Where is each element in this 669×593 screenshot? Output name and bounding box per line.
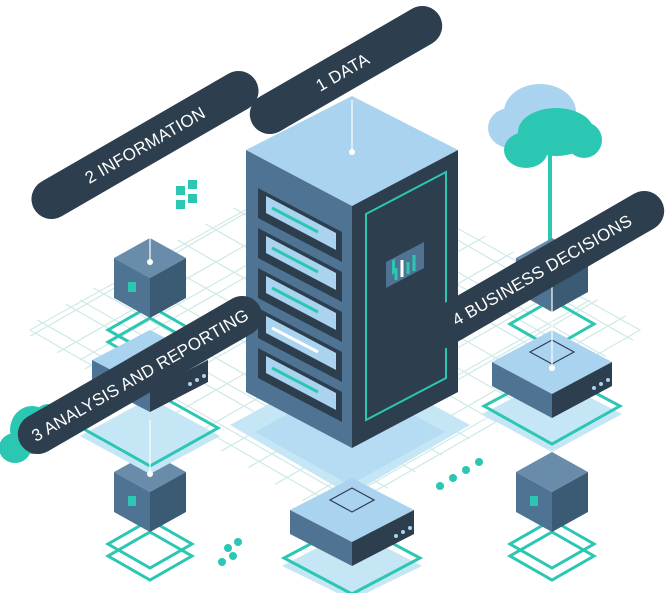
cloud-icon-right xyxy=(488,84,602,250)
connector-analysis-dot xyxy=(147,471,153,477)
label-information: 2 INFORMATION xyxy=(82,103,209,187)
server-drive-bays xyxy=(258,188,342,422)
banner-information: 2 INFORMATION xyxy=(31,71,259,219)
tile-grid-icon xyxy=(176,180,197,209)
dots-cluster-bottom xyxy=(218,538,242,566)
slab-node-bottom-center xyxy=(280,478,424,593)
server-side-face xyxy=(352,150,458,448)
dots-row xyxy=(436,458,483,490)
slab-node-decisions xyxy=(480,250,624,452)
bar-chart-icon xyxy=(386,242,424,288)
server-rack xyxy=(246,96,458,448)
cube-node-bottom-right xyxy=(506,452,598,582)
